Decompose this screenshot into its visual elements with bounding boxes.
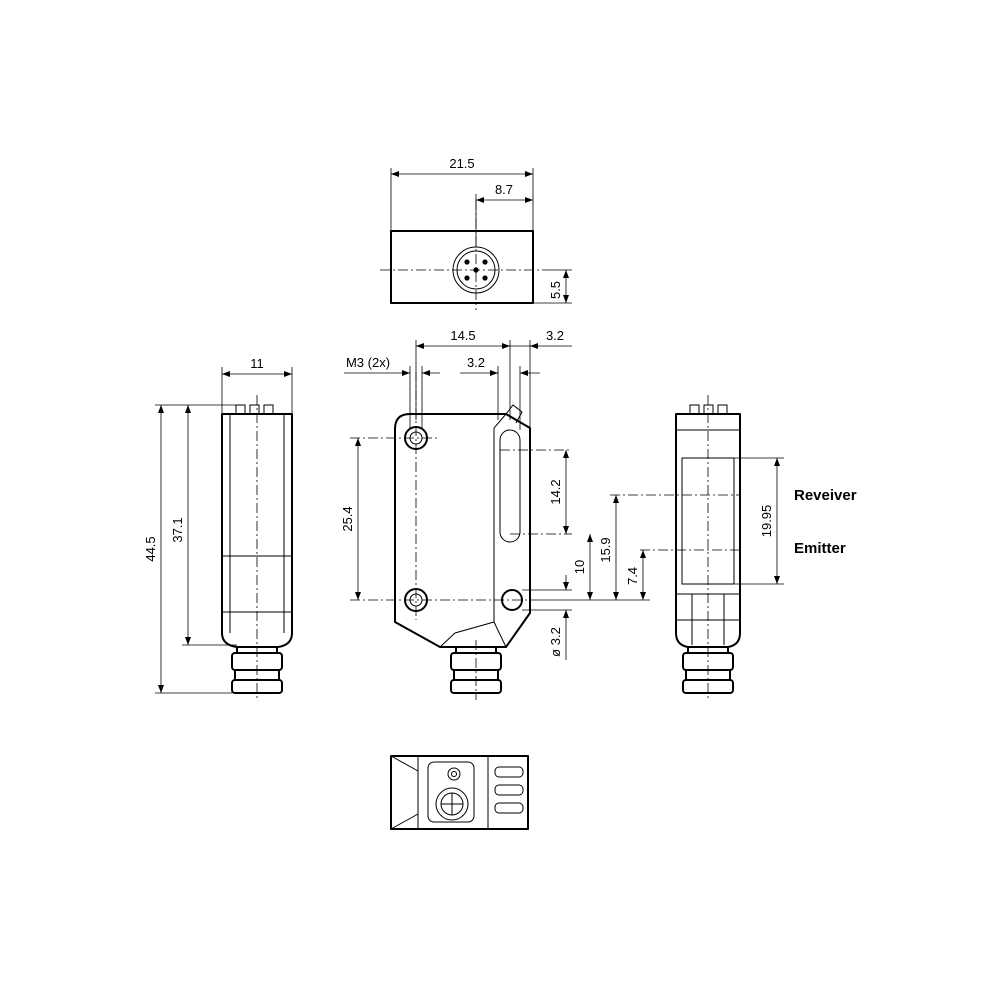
side-connector xyxy=(231,646,283,694)
top-view-body xyxy=(390,230,534,304)
dim-emitter-height: 7.4 xyxy=(625,567,640,585)
front-connector xyxy=(450,646,502,694)
front-view: 14.5 3.2 3.2 M3 (2x) 25.4 14.2 xyxy=(340,328,596,700)
indicator-led xyxy=(447,767,461,781)
dim-window-height: 19.95 xyxy=(759,505,774,538)
dim-receiver-height: 15.9 xyxy=(598,537,613,562)
dim-front-width: 14.5 xyxy=(450,328,475,343)
dim-lens-offset: 3.2 xyxy=(467,355,485,370)
connector-pin xyxy=(464,259,470,265)
potentiometer xyxy=(435,787,469,821)
emitter-label: Emitter xyxy=(794,540,846,557)
dim-top-width: 21.5 xyxy=(449,156,474,171)
bottom-view-body xyxy=(390,755,529,830)
led-window xyxy=(494,766,524,778)
front-body xyxy=(394,413,531,648)
connector-pin xyxy=(482,275,488,281)
dim-hole-to-slot: 10 xyxy=(572,560,587,574)
dim-slot-length: 14.2 xyxy=(548,479,563,504)
dim-hole-spacing: 25.4 xyxy=(340,506,355,531)
dim-thread: M3 (2x) xyxy=(346,355,390,370)
dim-top-offset: 8.7 xyxy=(495,182,513,197)
connector-pin xyxy=(482,259,488,265)
bottom-view xyxy=(390,755,529,830)
right-connector xyxy=(682,646,734,694)
connector-pin xyxy=(464,275,470,281)
receiver-label: Reveiver xyxy=(794,487,857,504)
dim-hole-diameter: ø 3.2 xyxy=(548,627,563,657)
dim-side-width: 11 xyxy=(250,356,264,371)
led-window xyxy=(494,802,524,814)
right-side-view: 15.9 7.4 19.95 Reveiver Emitter xyxy=(596,395,857,700)
dim-lens-width: 3.2 xyxy=(546,328,564,343)
dim-total-height: 44.5 xyxy=(143,536,158,561)
top-view: 21.5 8.7 5.5 xyxy=(380,156,572,310)
dim-body-height: 37.1 xyxy=(170,517,185,542)
lens-slot xyxy=(499,429,521,543)
left-side-view: 11 44.5 37.1 xyxy=(143,356,293,700)
dim-top-height: 5.5 xyxy=(548,281,563,299)
led-window xyxy=(494,784,524,796)
